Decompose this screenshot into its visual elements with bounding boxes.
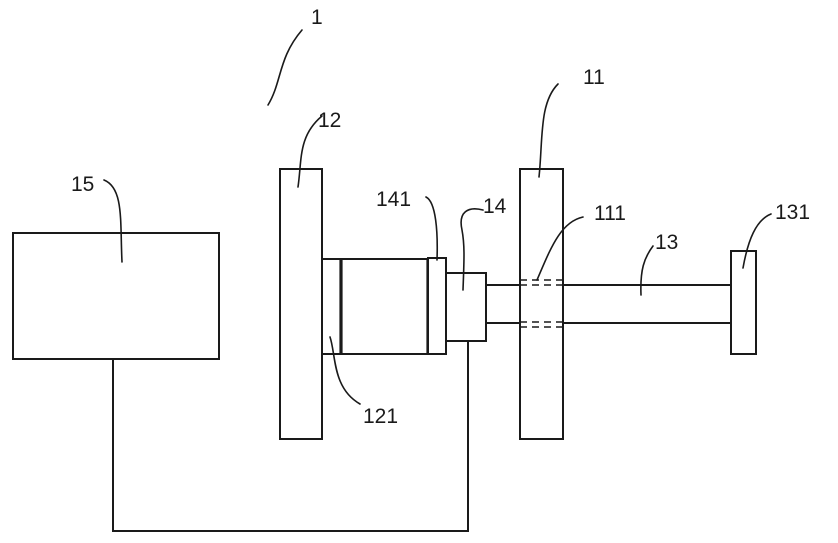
right-plate <box>519 168 564 440</box>
left-plate <box>279 168 323 440</box>
leader-rod <box>640 245 654 296</box>
leader-plate-right <box>538 83 559 178</box>
cylinder-housing <box>321 258 429 355</box>
label-rod-end: 131 <box>775 201 810 224</box>
leader-plate-left <box>297 115 323 188</box>
leader-flange <box>425 196 439 261</box>
label-adapter: 14 <box>483 195 507 218</box>
adapter-flange <box>427 257 447 355</box>
leader-assembly <box>267 29 303 106</box>
label-controller: 15 <box>71 173 94 196</box>
leader-controller <box>103 179 123 263</box>
leader-cylinder <box>329 336 361 405</box>
label-flange: 141 <box>376 188 411 211</box>
leader-hole <box>536 216 584 281</box>
leader-rod-end <box>742 213 772 269</box>
label-rod: 13 <box>655 231 678 254</box>
connection-wire <box>112 341 469 532</box>
label-assembly: 1 <box>311 6 323 29</box>
adapter <box>445 272 487 342</box>
label-cylinder: 121 <box>363 405 398 428</box>
label-hole: 111 <box>594 202 626 225</box>
leader-adapter <box>460 208 484 291</box>
label-plate-right: 11 <box>583 66 605 89</box>
controller-box <box>12 232 220 360</box>
label-plate-left: 12 <box>318 109 341 132</box>
